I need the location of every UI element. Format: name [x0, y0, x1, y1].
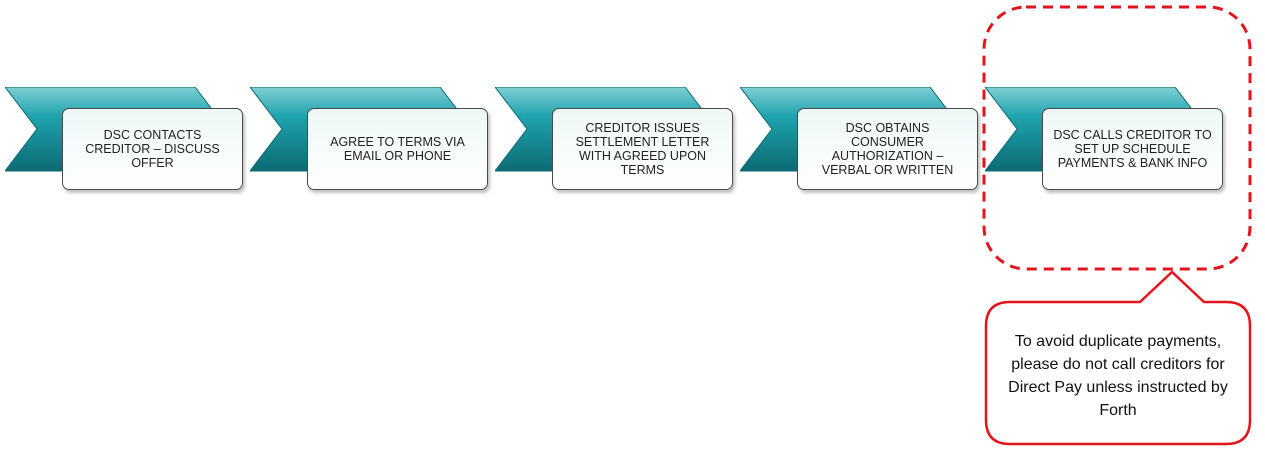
step-box: DSC CALLS CREDITOR TO SET UP SCHEDULE PA…: [1042, 108, 1223, 190]
process-step-1: DSC CONTACTS CREDITOR – DISCUSS OFFER: [5, 87, 250, 193]
step-box: CREDITOR ISSUES SETTLEMENT LETTER WITH A…: [552, 108, 733, 190]
process-step-5: DSC CALLS CREDITOR TO SET UP SCHEDULE PA…: [985, 87, 1230, 193]
highlight-dashed-frame: [982, 5, 1252, 271]
callout-bubble: [984, 270, 1252, 446]
step-label: DSC CALLS CREDITOR TO SET UP SCHEDULE PA…: [1053, 128, 1212, 170]
process-step-3: CREDITOR ISSUES SETTLEMENT LETTER WITH A…: [495, 87, 740, 193]
process-step-2: AGREE TO TERMS VIA EMAIL OR PHONE: [250, 87, 495, 193]
step-label: DSC CONTACTS CREDITOR – DISCUSS OFFER: [85, 128, 220, 170]
step-label: AGREE TO TERMS VIA EMAIL OR PHONE: [330, 135, 465, 163]
process-step-4: DSC OBTAINS CONSUMER AUTHORIZATION – VER…: [740, 87, 985, 193]
step-box: AGREE TO TERMS VIA EMAIL OR PHONE: [307, 108, 488, 190]
step-box: DSC CONTACTS CREDITOR – DISCUSS OFFER: [62, 108, 243, 190]
step-label: DSC OBTAINS CONSUMER AUTHORIZATION – VER…: [821, 121, 954, 177]
callout-text: To avoid duplicate payments, please do n…: [1008, 333, 1228, 419]
step-label: CREDITOR ISSUES SETTLEMENT LETTER WITH A…: [575, 121, 710, 177]
step-box: DSC OBTAINS CONSUMER AUTHORIZATION – VER…: [797, 108, 978, 190]
